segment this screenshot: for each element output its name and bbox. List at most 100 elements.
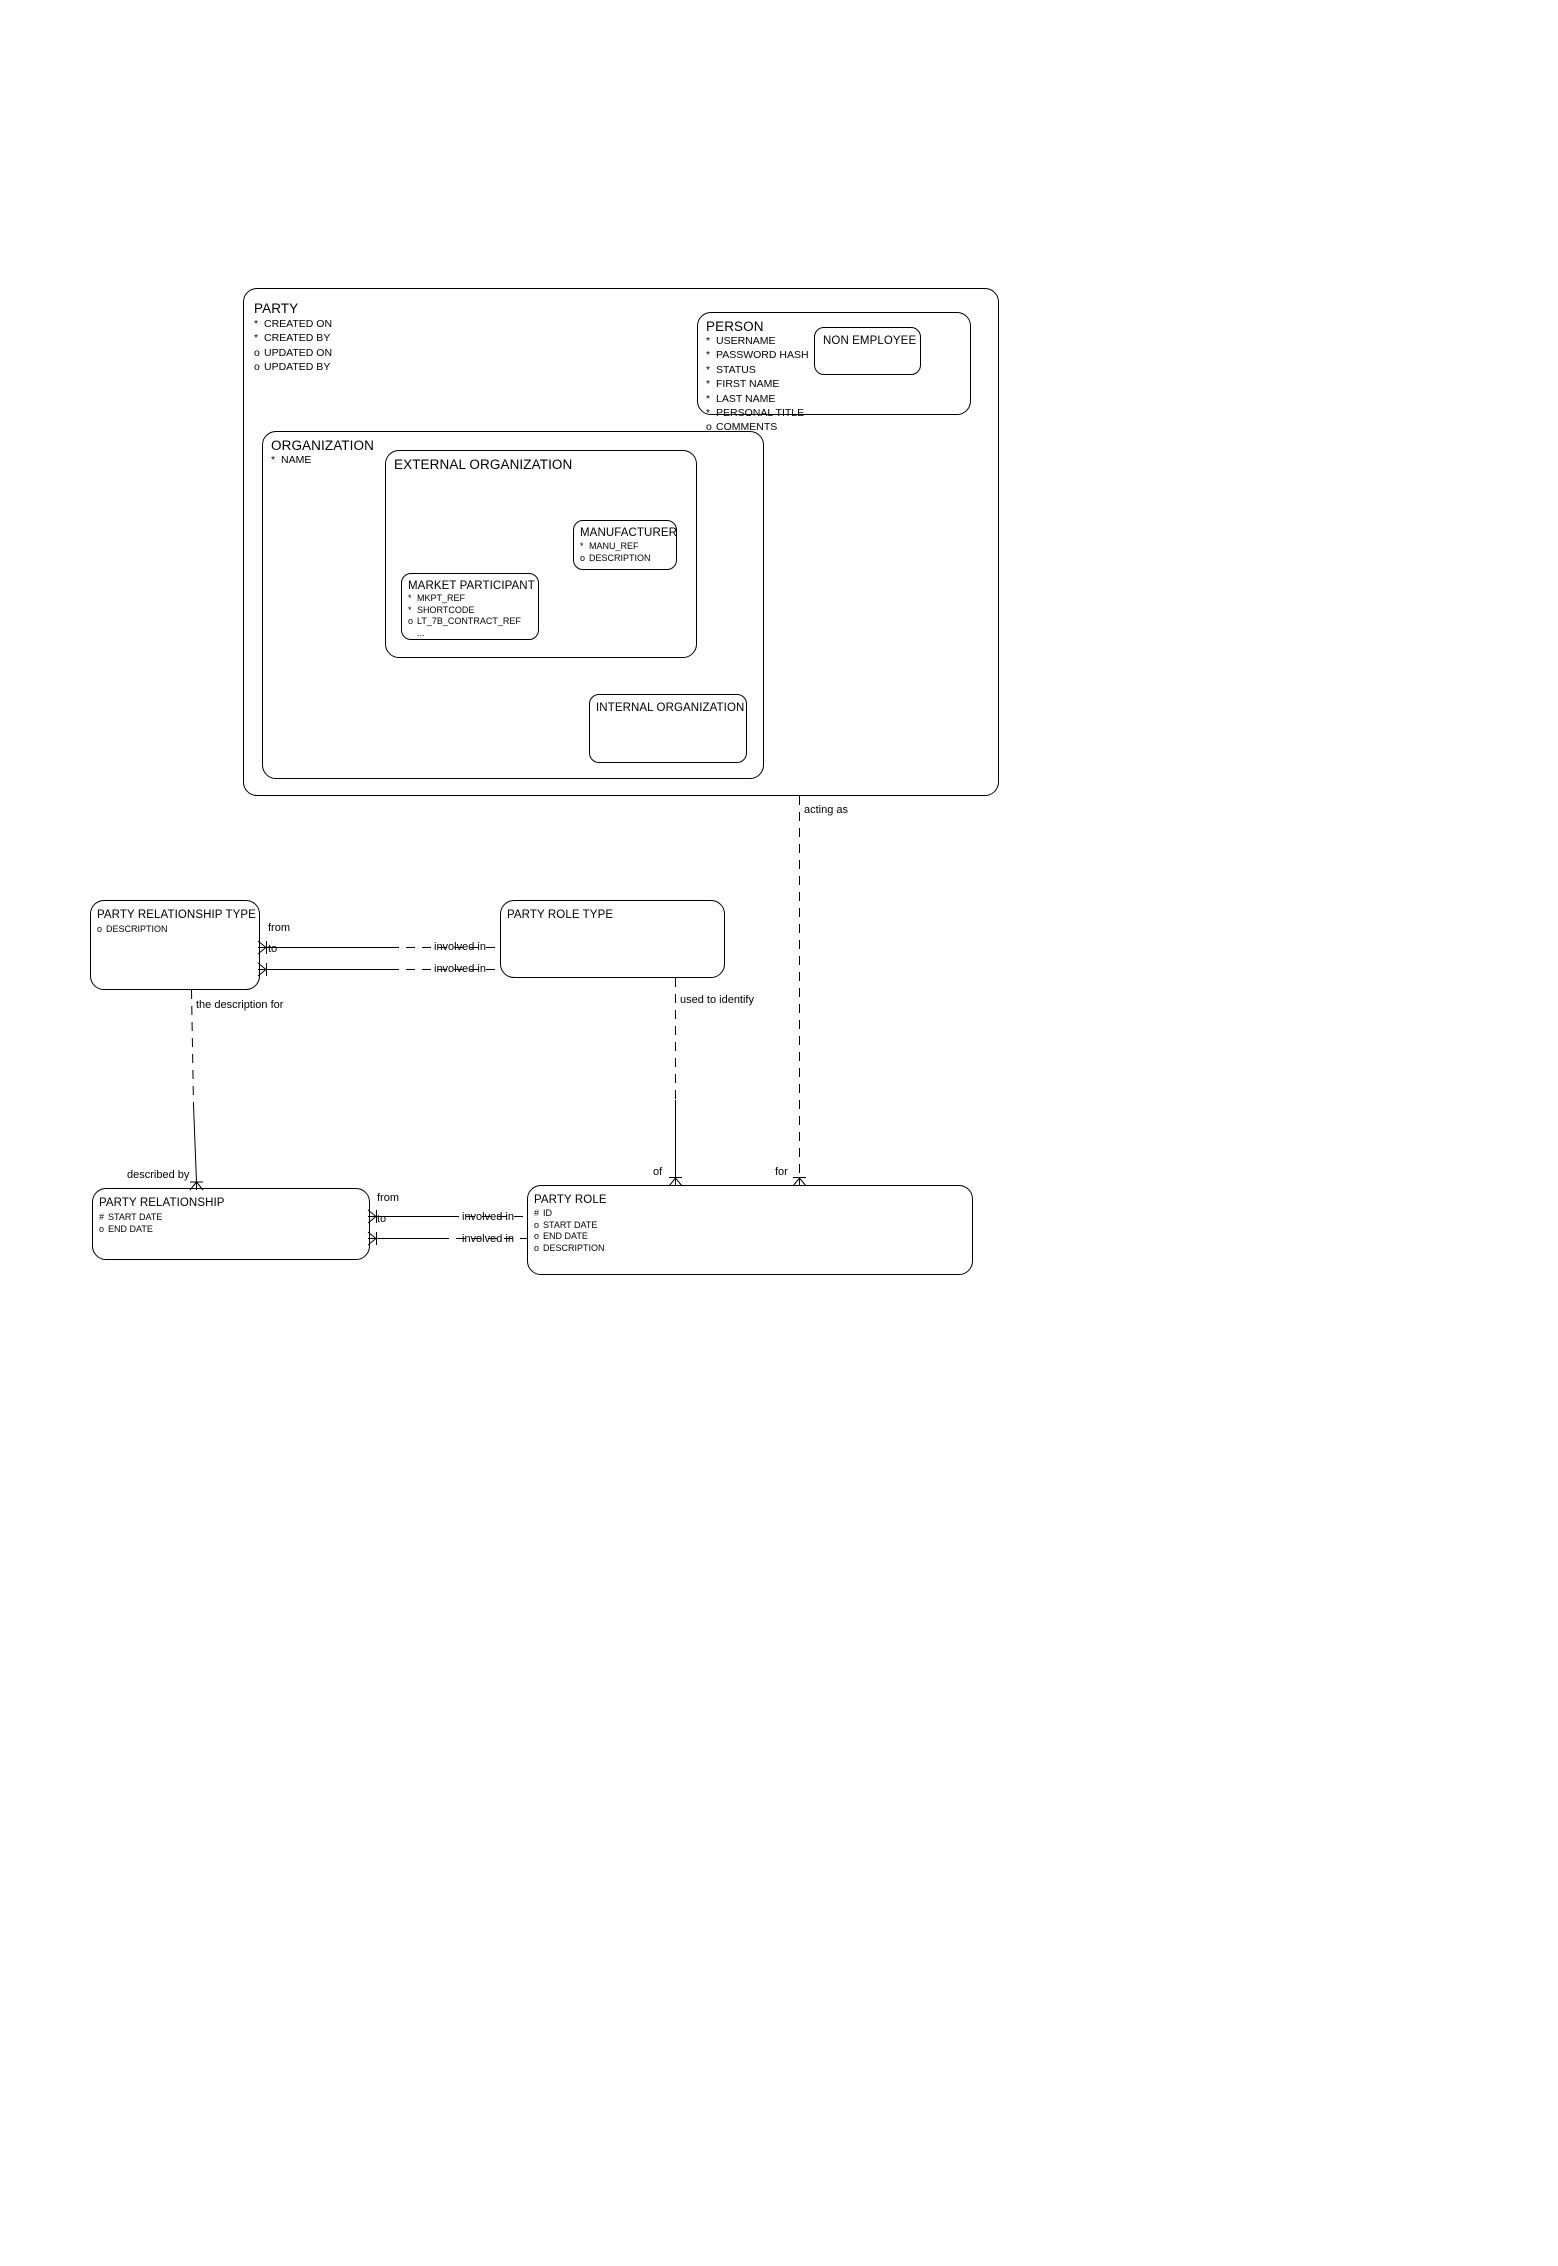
relationship-label-used-to-identify: used to identify bbox=[680, 994, 754, 1006]
attribute-marker: * bbox=[706, 335, 711, 347]
attribute-marker: o bbox=[534, 1242, 540, 1253]
attribute-label: LAST NAME bbox=[716, 392, 776, 405]
entity-party-relationship-title: PARTY RELATIONSHIP bbox=[99, 1197, 225, 1209]
attribute-label: ID bbox=[543, 1208, 552, 1218]
attribute-label: USERNAME bbox=[716, 335, 776, 347]
relationship-label-described-by: described by bbox=[127, 1169, 190, 1181]
entity-non-employee[interactable]: NON EMPLOYEE bbox=[814, 327, 921, 375]
attribute-marker: * bbox=[408, 593, 412, 603]
attribute-label: LT_7B_CONTRACT_REF bbox=[417, 616, 521, 626]
entity-organization[interactable]: ORGANIZATION * NAME bbox=[262, 431, 764, 779]
attribute-label: ... bbox=[417, 627, 425, 638]
attribute-marker: * bbox=[580, 541, 584, 551]
relationship-label-pr-involved-in-2: involved in bbox=[462, 1233, 514, 1245]
attribute-label: DESCRIPTION bbox=[106, 924, 168, 934]
entity-person[interactable]: PERSON * USERNAME * PASSWORD HASH * STATUS … bbox=[697, 312, 971, 433]
entity-person-attributes: * USERNAME * PASSWORD HASH * STATUS * FIRST … bbox=[706, 334, 809, 435]
attribute-label: FIRST NAME bbox=[716, 378, 780, 391]
attribute-marker: * bbox=[271, 454, 276, 466]
attribute-label: DESCRIPTION bbox=[543, 1242, 605, 1253]
entity-person-title: PERSON bbox=[706, 319, 764, 334]
attribute-label: END DATE bbox=[108, 1224, 153, 1234]
attribute-marker: * bbox=[706, 407, 711, 420]
attribute-row: *CREATED ON bbox=[254, 317, 332, 331]
attribute-marker: o bbox=[254, 346, 260, 359]
attribute-marker: # bbox=[534, 1208, 540, 1218]
attribute-row: * MKPT_REF bbox=[408, 593, 521, 605]
entity-non-employee-title: NON EMPLOYEE bbox=[823, 335, 917, 347]
entity-party-relationship-type-title: PARTY RELATIONSHIP TYPE bbox=[97, 909, 256, 921]
relationship-label-of: of bbox=[653, 1166, 663, 1178]
attribute-marker: o bbox=[97, 924, 103, 934]
attribute-marker: # bbox=[99, 1212, 105, 1222]
entity-party-role-type-title: PARTY ROLE TYPE bbox=[507, 909, 614, 921]
attribute-label: MKPT_REF bbox=[417, 593, 466, 603]
attribute-label: PERSONAL TITLE bbox=[716, 407, 805, 420]
attribute-row: * PASSWORD HASH bbox=[706, 348, 809, 362]
entity-party-title: PARTY bbox=[254, 301, 299, 316]
attribute-marker: * bbox=[706, 378, 711, 391]
attribute-label: COMMENTS bbox=[716, 421, 778, 434]
relationship-line-description-for-solid bbox=[193, 1104, 197, 1183]
relationship-label-prt-to: to bbox=[268, 943, 278, 955]
attribute-marker: * bbox=[706, 349, 711, 362]
attribute-marker: o bbox=[534, 1231, 540, 1241]
attribute-row: * USERNAME bbox=[706, 334, 809, 348]
relationship-line-description-for-dashed bbox=[191, 989, 194, 1106]
attribute-label: NAME bbox=[281, 454, 312, 466]
attribute-row: * PERSONAL TITLE bbox=[706, 406, 809, 420]
relationship-label-the-description-for: the description for bbox=[196, 999, 284, 1011]
attribute-marker: * bbox=[706, 392, 711, 405]
attribute-row: o COMMENTS bbox=[706, 420, 809, 434]
attribute-marker: o bbox=[99, 1224, 105, 1234]
attribute-label: CREATED ON bbox=[264, 318, 333, 330]
attribute-label: SHORTCODE bbox=[417, 604, 475, 615]
entity-external-organization[interactable]: EXTERNAL ORGANIZATION bbox=[385, 450, 697, 658]
relationship-label-prt-involved-in-1: involved in bbox=[434, 941, 486, 953]
attribute-marker: o bbox=[408, 616, 414, 626]
entity-internal-organization-title: INTERNAL ORGANIZATION bbox=[596, 702, 745, 714]
relationship-label-pr-involved-in-1: involved in bbox=[462, 1211, 514, 1223]
entity-market-participant-title: MARKET PARTICIPANT bbox=[408, 580, 535, 592]
attribute-marker: * bbox=[408, 604, 412, 615]
relationship-label-pr-from: from bbox=[377, 1192, 399, 1204]
attribute-marker: * bbox=[254, 332, 259, 345]
entity-party-role-type[interactable]: PARTY ROLE TYPE bbox=[500, 900, 725, 978]
entity-party-role-title: PARTY ROLE bbox=[534, 1194, 607, 1206]
attribute-label: MANU_REF bbox=[589, 541, 639, 551]
entity-organization-title: ORGANIZATION bbox=[271, 438, 374, 453]
attribute-label: START DATE bbox=[543, 1219, 598, 1230]
attribute-marker: * bbox=[706, 363, 711, 376]
entity-market-participant[interactable]: MARKET PARTICIPANT * MKPT_REF * SHORTCODE … bbox=[401, 573, 539, 640]
attribute-marker: o bbox=[706, 421, 712, 434]
relationship-label-for: for bbox=[775, 1166, 788, 1178]
attribute-label: STATUS bbox=[716, 363, 756, 376]
attribute-marker: o bbox=[580, 553, 586, 563]
attribute-row: * STATUS bbox=[706, 363, 809, 377]
entity-manufacturer-title: MANUFACTURER bbox=[580, 527, 678, 539]
relationship-label-prt-involved-in-2: involved in bbox=[434, 963, 486, 975]
entity-external-organization-title: EXTERNAL ORGANIZATION bbox=[394, 457, 573, 472]
attribute-row: ... bbox=[408, 628, 521, 640]
attribute-label: PASSWORD HASH bbox=[716, 349, 809, 362]
relationship-label-acting-as: acting as bbox=[804, 804, 849, 816]
entity-internal-organization[interactable]: INTERNAL ORGANIZATION bbox=[589, 694, 747, 763]
attribute-row: #START DATE bbox=[99, 1211, 162, 1223]
relationship-label-prt-from: from bbox=[268, 922, 290, 934]
